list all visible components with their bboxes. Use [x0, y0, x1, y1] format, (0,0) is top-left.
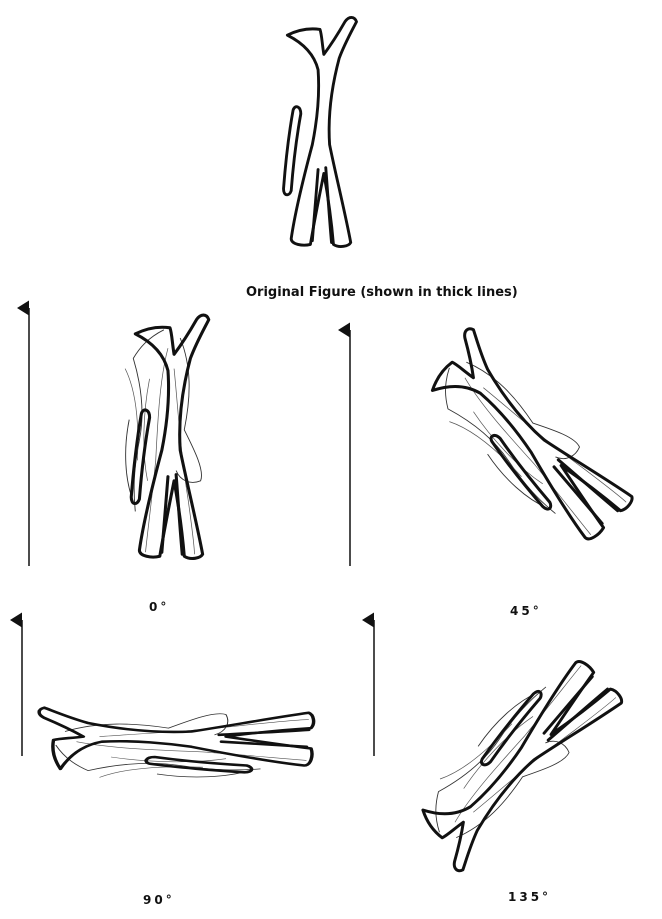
panel-figure-45	[412, 327, 639, 554]
panel-figure-0	[125, 315, 209, 558]
panel-label-45: 45°	[510, 604, 542, 618]
original-figure	[284, 17, 357, 246]
panel-figure-90	[39, 708, 313, 778]
original-figure-caption: Original Figure (shown in thick lines)	[246, 285, 518, 300]
panel-label-0: 0°	[149, 600, 169, 614]
panel-label-90: 90°	[143, 893, 175, 907]
panel-label-135: 135°	[508, 890, 551, 904]
panel-figure-135	[403, 647, 629, 873]
